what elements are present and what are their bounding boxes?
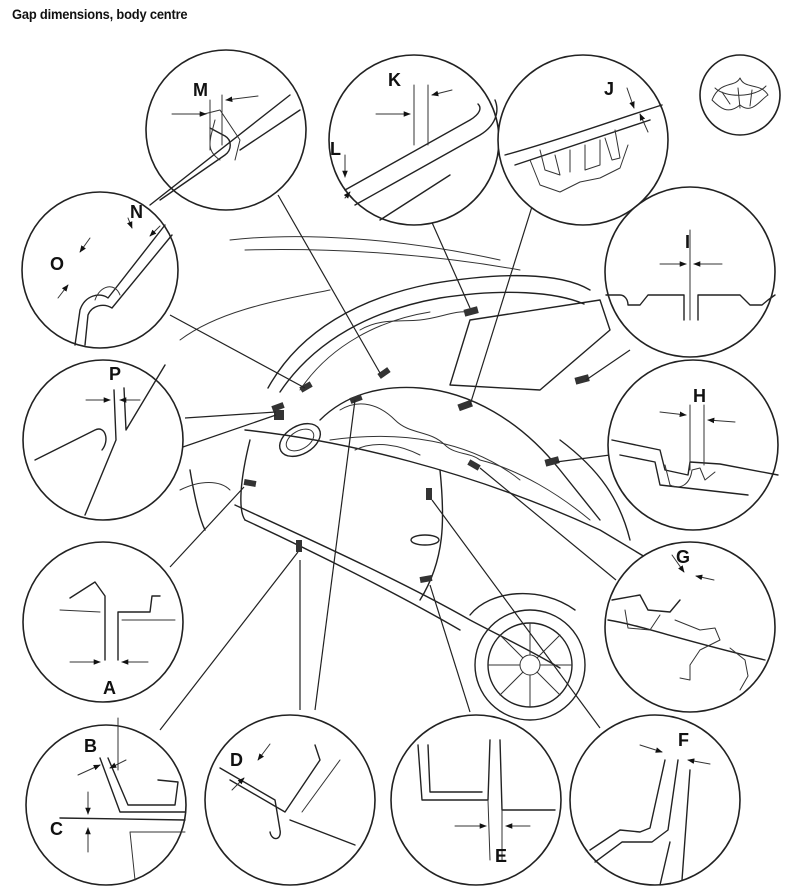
label-e: E	[495, 846, 507, 866]
label-p: P	[109, 364, 121, 384]
diagram-title: Gap dimensions, body centre	[12, 6, 188, 22]
detail-d: D	[204, 714, 376, 886]
label-n: N	[130, 202, 143, 222]
detail-p: P	[22, 359, 184, 521]
car-illustration	[179, 236, 651, 721]
label-a: A	[103, 678, 116, 698]
label-l: L	[330, 139, 341, 159]
detail-b-c: B C	[25, 717, 187, 886]
label-b: B	[84, 736, 97, 756]
label-j: J	[604, 79, 614, 99]
detail-e: E	[390, 714, 562, 886]
logo-seal	[699, 54, 781, 136]
detail-a: A	[22, 541, 184, 703]
label-o: O	[50, 254, 64, 274]
detail-g: G	[604, 541, 776, 713]
detail-f: F	[569, 714, 741, 886]
label-i: I	[685, 232, 690, 252]
detail-n-o: N O	[21, 191, 179, 349]
leader-lines	[159, 164, 631, 731]
detail-h: H	[607, 359, 779, 531]
label-g: G	[676, 547, 690, 567]
detail-i: I	[604, 186, 776, 358]
label-d: D	[230, 750, 243, 770]
label-m: M	[193, 80, 208, 100]
detail-k-l: K L	[328, 54, 500, 226]
label-k: K	[388, 70, 401, 90]
detail-m: M	[145, 49, 307, 211]
label-f: F	[678, 730, 689, 750]
label-h: H	[693, 386, 706, 406]
label-c: C	[50, 819, 63, 839]
detail-j: J	[497, 54, 669, 226]
